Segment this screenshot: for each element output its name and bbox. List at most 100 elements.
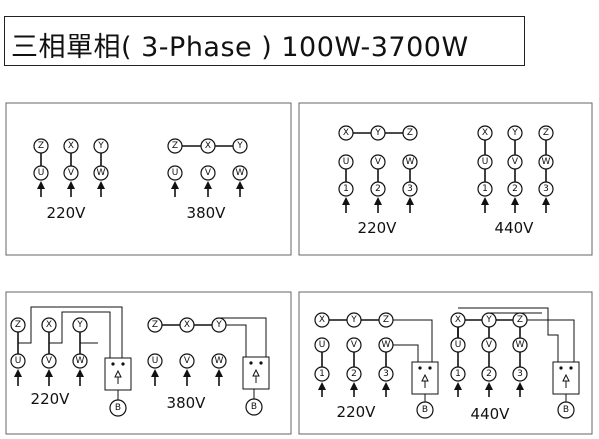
terminal-y: Y bbox=[507, 125, 523, 141]
terminal-label: U bbox=[482, 157, 489, 167]
supply-arrow bbox=[481, 197, 489, 213]
terminal-b: B bbox=[245, 398, 263, 416]
arrow-head bbox=[97, 181, 105, 189]
box-dot bbox=[259, 361, 263, 365]
capacitor-box bbox=[242, 356, 270, 390]
terminal-label: Y bbox=[76, 320, 83, 330]
terminal-circle bbox=[378, 366, 394, 382]
terminal-label: B bbox=[251, 402, 257, 412]
terminal-label: Y bbox=[511, 128, 518, 138]
terminal-circle bbox=[450, 312, 466, 328]
voltage-label-440v: 440V bbox=[495, 219, 535, 237]
voltage-label-220v: 220V bbox=[358, 219, 398, 237]
arrow-head bbox=[215, 369, 223, 377]
terminal-label: Z bbox=[172, 141, 178, 151]
terminal-n3: 3 bbox=[512, 366, 528, 382]
arrow-head bbox=[481, 197, 489, 205]
terminal-label: B bbox=[115, 403, 121, 413]
terminal-circle bbox=[450, 366, 466, 382]
terminal-x: X bbox=[477, 125, 493, 141]
terminal-label: U bbox=[343, 157, 350, 167]
terminal-circle bbox=[346, 337, 362, 353]
terminal-v: V bbox=[507, 154, 523, 170]
terminal-circle bbox=[477, 125, 493, 141]
terminal-circle bbox=[346, 312, 362, 328]
terminal-y: Y bbox=[370, 125, 386, 141]
arrow-head bbox=[151, 369, 159, 377]
terminal-z: Z bbox=[167, 138, 183, 154]
terminal-circle bbox=[338, 125, 354, 141]
box-dot bbox=[249, 361, 253, 365]
terminal-u: U bbox=[338, 154, 354, 170]
supply-arrow bbox=[382, 382, 390, 397]
terminal-label: Y bbox=[215, 320, 222, 330]
terminal-label: W bbox=[97, 168, 106, 178]
terminal-label: U bbox=[15, 356, 22, 366]
terminal-label: Z bbox=[543, 128, 549, 138]
terminal-label: X bbox=[482, 128, 488, 138]
terminal-circle bbox=[450, 337, 466, 353]
terminal-circle bbox=[370, 181, 386, 197]
box-dot bbox=[418, 366, 422, 370]
arrow-head bbox=[183, 369, 191, 377]
terminal-circle bbox=[245, 398, 263, 416]
terminal-v: V bbox=[179, 353, 195, 369]
terminal-z: Z bbox=[538, 125, 554, 141]
terminal-label: U bbox=[38, 168, 45, 178]
terminal-circle bbox=[179, 353, 195, 369]
capacitor-box bbox=[104, 357, 132, 391]
capacitor-box bbox=[411, 361, 439, 395]
panel-bottom-left bbox=[5, 291, 292, 435]
terminal-label: W bbox=[542, 157, 551, 167]
supply-arrow bbox=[485, 382, 493, 397]
voltage-label-380v: 380V bbox=[187, 204, 227, 222]
terminal-circle bbox=[402, 154, 418, 170]
arrow-head bbox=[342, 197, 350, 205]
supply-arrow bbox=[374, 197, 382, 213]
terminal-y: Y bbox=[481, 312, 497, 328]
terminal-label: U bbox=[172, 168, 179, 178]
arrow-head bbox=[511, 197, 519, 205]
arrow-head bbox=[45, 369, 53, 377]
arrow-head bbox=[454, 382, 462, 390]
terminal-circle bbox=[232, 165, 248, 181]
terminal-label: Z bbox=[383, 315, 389, 325]
terminal-u: U bbox=[450, 337, 466, 353]
terminal-label: 2 bbox=[351, 369, 357, 379]
cap-wire bbox=[393, 344, 419, 362]
terminal-circle bbox=[33, 165, 49, 181]
terminal-circle bbox=[232, 138, 248, 154]
terminal-n3: 3 bbox=[378, 366, 394, 382]
terminal-circle bbox=[538, 125, 554, 141]
terminal-label: Z bbox=[407, 128, 413, 138]
cap-wire bbox=[393, 319, 433, 362]
terminal-circle bbox=[314, 366, 330, 382]
terminal-circle bbox=[63, 165, 79, 181]
terminal-v: V bbox=[200, 165, 216, 181]
box-dot bbox=[428, 366, 432, 370]
cap-wire bbox=[49, 311, 111, 358]
terminal-w: W bbox=[538, 154, 554, 170]
terminal-w: W bbox=[378, 337, 394, 353]
arrow-head bbox=[406, 197, 414, 205]
terminal-circle bbox=[211, 317, 227, 333]
box-dot bbox=[569, 366, 573, 370]
terminal-x: X bbox=[338, 125, 354, 141]
terminal-label: X bbox=[455, 315, 461, 325]
terminal-n3: 3 bbox=[402, 181, 418, 197]
terminal-circle bbox=[481, 312, 497, 328]
box-dot bbox=[559, 366, 563, 370]
terminal-label: U bbox=[319, 340, 326, 350]
terminal-label: Z bbox=[152, 320, 158, 330]
terminal-label: Y bbox=[236, 141, 243, 151]
panel-top-left bbox=[5, 102, 292, 256]
box-dot bbox=[111, 362, 115, 366]
terminal-z: Z bbox=[402, 125, 418, 141]
terminal-circle bbox=[147, 353, 163, 369]
arrow-head bbox=[516, 382, 524, 390]
supply-arrow bbox=[318, 382, 326, 397]
terminal-label: 3 bbox=[407, 184, 413, 194]
terminal-label: W bbox=[516, 340, 525, 350]
terminal-circle bbox=[109, 399, 127, 417]
terminal-circle bbox=[477, 181, 493, 197]
